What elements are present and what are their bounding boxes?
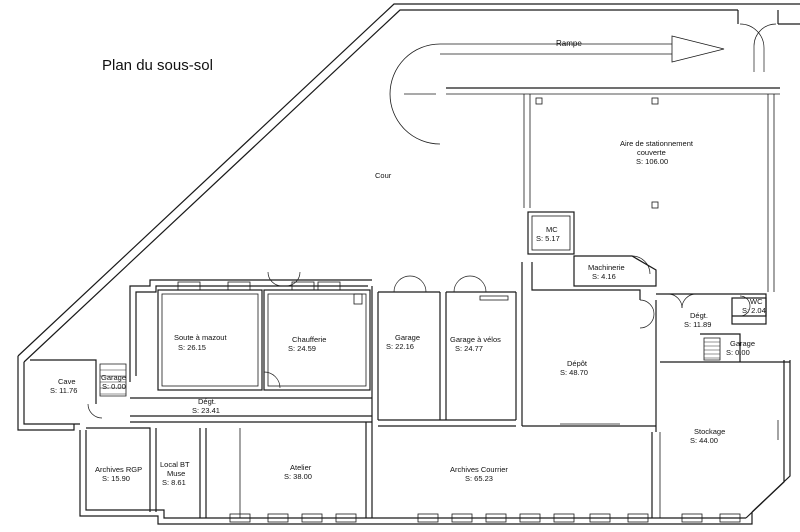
stockage-name: Stockage (694, 427, 725, 436)
parking-area-walls (446, 87, 780, 292)
depot-name: Dépôt (567, 359, 588, 368)
garage-left-area: S: 0.00 (102, 382, 126, 391)
garage-name: Garage (395, 333, 420, 342)
soute-name: Soute à mazout (174, 333, 227, 342)
chaufferie-area: S: 24.59 (288, 344, 316, 353)
garage-velos-area: S: 24.77 (455, 344, 483, 353)
room-labels: Cour Aire de stationnement couverte S: 1… (50, 139, 766, 487)
central-walls (129, 271, 372, 423)
aire-area: S: 106.00 (636, 157, 668, 166)
courtyard-label: Cour (375, 171, 392, 180)
local-bt-name-2: Muse (167, 469, 185, 478)
atelier-area: S: 38.00 (284, 472, 312, 481)
depot-walls (378, 262, 767, 432)
garage-left-name: Garage (101, 373, 126, 382)
atelier-name: Atelier (290, 463, 312, 472)
machinerie-walls (573, 255, 657, 287)
chaufferie-name: Chaufferie (292, 335, 326, 344)
cave-name: Cave (58, 377, 76, 386)
archives-rgp-area: S: 15.90 (102, 474, 130, 483)
wc-name: WC (750, 297, 763, 306)
local-bt-name: Local BT (160, 460, 190, 469)
right-block-walls (660, 297, 790, 440)
archives-courrier-area: S: 65.23 (465, 474, 493, 483)
archives-courrier-name: Archives Courrier (450, 465, 508, 474)
degt-center-area: S: 23.41 (192, 406, 220, 415)
plan-title: Plan du sous-sol (102, 57, 213, 74)
degt-right-area: S: 11.89 (684, 320, 711, 329)
garage-block-walls (371, 262, 523, 426)
machinerie-area: S: 4.16 (592, 272, 616, 281)
cave-area: S: 11.76 (50, 386, 77, 395)
ramp-label: Rampe (556, 39, 582, 48)
garage-area: S: 22.16 (386, 342, 414, 351)
aire-name-2: couverte (637, 148, 666, 157)
cave-walls (30, 359, 127, 419)
ramp: Rampe (389, 35, 725, 145)
ramp-arrow-icon (671, 35, 725, 63)
outer-walls (17, 3, 800, 525)
bottom-rooms-walls (86, 422, 741, 523)
mc-room-walls (527, 211, 575, 255)
mc-name: MC (546, 225, 558, 234)
garage-velos-name: Garage à vélos (450, 335, 501, 344)
depot-area: S: 48.70 (560, 368, 588, 377)
degt-center-name: Dégt. (198, 397, 216, 406)
stockage-area: S: 44.00 (690, 436, 718, 445)
mc-area: S: 5.17 (536, 234, 560, 243)
local-bt-area: S: 8.61 (162, 478, 186, 487)
archives-rgp-name: Archives RGP (95, 465, 142, 474)
wc-area: S: 2.04 (742, 306, 766, 315)
garage-right-area: S: 0.00 (726, 348, 750, 357)
degt-right-name: Dégt. (690, 311, 708, 320)
gate-doors (739, 23, 777, 72)
garage-right-name: Garage (730, 339, 755, 348)
aire-name: Aire de stationnement (620, 139, 694, 148)
machinerie-name: Machinerie (588, 263, 625, 272)
soute-area: S: 26.15 (178, 343, 206, 352)
